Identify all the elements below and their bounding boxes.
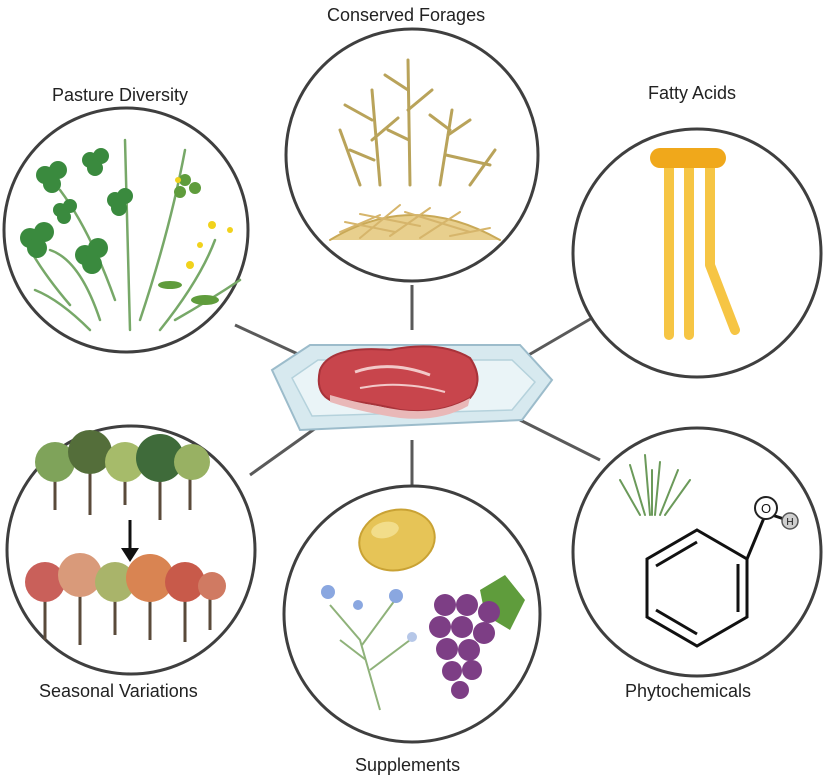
dried-grass-icon	[338, 58, 497, 187]
seasonal-variations-label: Seasonal Variations	[39, 681, 198, 701]
soybean-icon	[358, 508, 436, 572]
conserved-forages-label: Conserved Forages	[327, 5, 486, 25]
connector-bottom-left	[249, 423, 321, 477]
connectors	[234, 285, 601, 490]
grape-cluster-icon	[429, 575, 525, 699]
fatty-acids-label: Fatty Acids	[648, 83, 737, 103]
pasture-plants-icon	[20, 138, 242, 332]
flax-plant-icon	[321, 585, 417, 711]
arrow-down-icon	[121, 520, 139, 562]
circle-conserved-forages	[284, 27, 540, 283]
connector-top-right	[519, 316, 593, 362]
circle-fatty-acids	[571, 127, 823, 379]
hydrogen-label: H	[786, 517, 793, 528]
meat-tray-icon	[270, 344, 554, 432]
pasture-diversity-label: Pasture Diversity	[52, 85, 189, 105]
trees-summer-icon	[35, 430, 210, 520]
fatty-acid-icon	[650, 148, 740, 340]
trees-autumn-icon	[25, 553, 226, 645]
grass-tuft-icon	[619, 454, 691, 516]
topic-circles	[2, 27, 823, 744]
supplements-label: Supplements	[355, 755, 461, 775]
connector-top-left	[234, 323, 301, 357]
hay-bale-icon	[329, 204, 501, 241]
phenol-molecule-icon: O H	[645, 496, 799, 648]
phytochemicals-label: Phytochemicals	[625, 681, 752, 701]
circle-phytochemicals	[571, 426, 823, 678]
oxygen-label: O	[761, 501, 771, 516]
connector-bottom-right	[519, 418, 601, 462]
